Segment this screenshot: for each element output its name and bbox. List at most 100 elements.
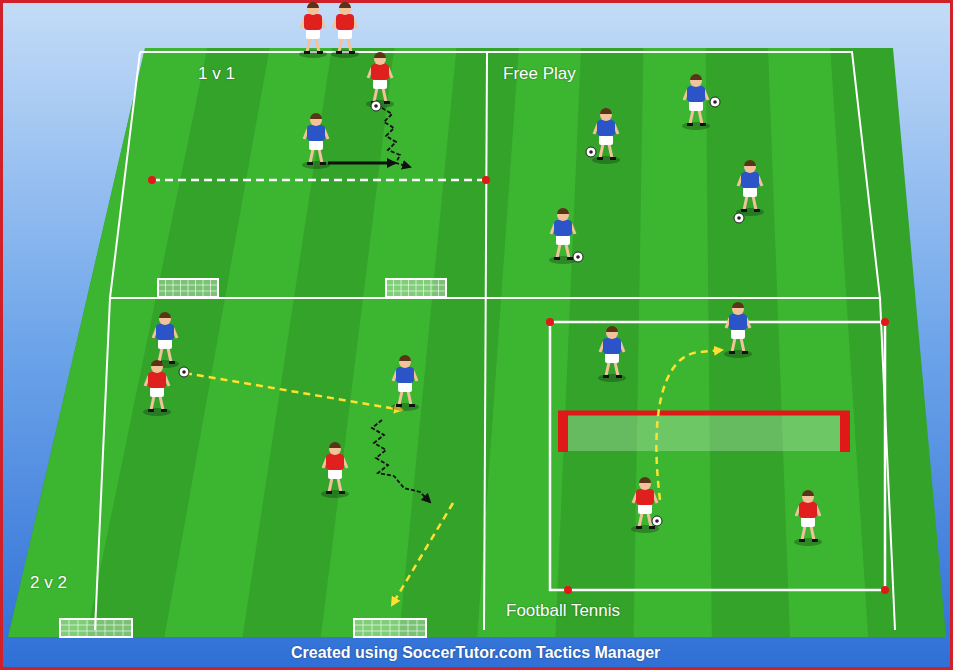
drawing-part	[143, 408, 171, 416]
drawing-part	[114, 619, 115, 637]
drawing-part	[649, 526, 655, 529]
drawing-part	[799, 539, 805, 542]
drawing-part	[615, 362, 618, 376]
player	[151, 312, 179, 368]
player	[299, 2, 327, 58]
drawing-part	[655, 519, 659, 523]
drawing-part	[423, 279, 424, 297]
drawing-part	[203, 279, 204, 297]
drawing-part	[597, 157, 603, 160]
drawing-part	[639, 477, 651, 483]
pass-arrow	[656, 350, 722, 500]
drawing-part	[408, 619, 409, 637]
ball	[734, 213, 744, 223]
drawing-part	[374, 53, 386, 65]
drawing-part	[710, 97, 720, 107]
drawing-part	[603, 375, 609, 378]
drawing-part	[690, 75, 702, 87]
player	[302, 113, 330, 169]
drawing-part	[78, 619, 79, 637]
zone-title: Football Tennis	[506, 601, 620, 621]
drawing-part	[732, 303, 744, 315]
drawing-part	[151, 396, 154, 410]
drawing-part	[639, 478, 651, 490]
drawing-part	[195, 279, 196, 297]
drawing-part	[307, 2, 319, 8]
drawing-part	[307, 38, 310, 52]
drawing-part	[310, 113, 322, 119]
drawing-part	[386, 285, 446, 286]
drawing-part	[690, 110, 693, 124]
drawing-part	[151, 360, 163, 366]
ball	[371, 101, 381, 111]
stripe	[768, 48, 868, 637]
drawing-part	[742, 351, 748, 354]
ball	[573, 252, 583, 262]
drawing-part	[156, 324, 174, 340]
drawing-part	[372, 619, 373, 637]
drawing-part	[329, 478, 332, 492]
drawing-part	[321, 490, 349, 498]
drawing-part	[374, 52, 386, 58]
drawing-part	[302, 161, 330, 169]
drawing-part	[724, 350, 752, 358]
drawing-part	[417, 619, 418, 637]
drawing-part	[802, 491, 814, 503]
dribble-arrow	[372, 420, 430, 502]
player	[794, 490, 822, 546]
drawing-part	[159, 348, 162, 362]
drawing-part	[399, 356, 411, 368]
stripe	[634, 48, 712, 637]
drawing-part	[299, 50, 327, 58]
drawing-part	[326, 491, 332, 494]
drawing-part	[682, 122, 710, 130]
drawing-part	[699, 110, 702, 124]
drawing-part	[374, 104, 378, 108]
drawing-part	[150, 387, 164, 397]
drawing-part	[363, 619, 364, 637]
drawing-part	[158, 339, 172, 349]
drawing-part	[319, 149, 322, 163]
drawing-part	[606, 362, 609, 376]
net-band	[562, 414, 848, 451]
drawing-part	[338, 478, 341, 492]
ball	[652, 516, 662, 526]
drawing-part	[648, 513, 651, 527]
drawing-part	[354, 619, 426, 637]
goal	[386, 279, 446, 297]
drawing-part	[148, 409, 154, 412]
dashed-line	[152, 179, 486, 182]
ball	[710, 97, 720, 107]
drawing-part	[554, 257, 560, 260]
drawing-part	[599, 135, 613, 145]
drawing-part	[557, 208, 569, 214]
drawing-part	[169, 361, 175, 364]
drawing-part	[743, 187, 757, 197]
drawing-part	[399, 355, 411, 361]
drawing-part	[328, 469, 342, 479]
drawing-part	[438, 279, 439, 297]
drawing-part	[802, 490, 814, 496]
drawing-part	[401, 279, 402, 297]
drawing-part	[331, 50, 359, 58]
drawing-part	[557, 209, 569, 221]
drawing-part	[393, 279, 394, 297]
watermark: Created using SoccerTutor.com Tactics Ma…	[291, 644, 660, 662]
drawing-part	[386, 279, 446, 297]
drawing-part	[336, 51, 342, 54]
drawing-part	[317, 51, 323, 54]
drawing-part	[348, 38, 351, 52]
drawing-part	[354, 625, 426, 626]
drawing-part	[338, 29, 352, 39]
drawing-part	[180, 279, 181, 297]
player	[391, 355, 419, 411]
drawing-part	[732, 302, 744, 308]
drawing-part	[371, 101, 381, 111]
drawing-part	[605, 353, 619, 363]
drawing-part	[636, 526, 642, 529]
drawing-part	[811, 526, 814, 540]
drawing-part	[744, 161, 756, 173]
drawing-part	[339, 491, 345, 494]
drawing-part	[408, 279, 409, 297]
